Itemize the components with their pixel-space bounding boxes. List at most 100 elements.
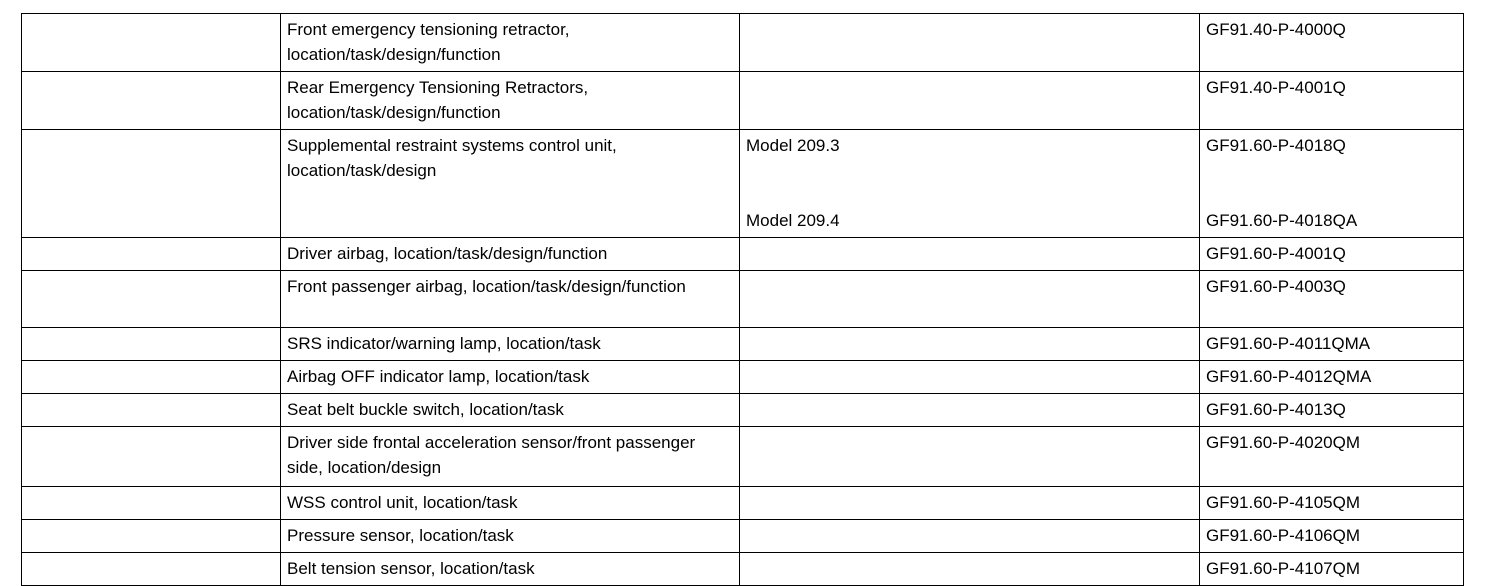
table-row: Supplemental restraint systems control u… xyxy=(21,129,1464,238)
cell-description: Rear Emergency Tensioning Retractors, lo… xyxy=(280,71,740,130)
description-text: Supplemental restraint systems control u… xyxy=(287,136,617,180)
cell-model xyxy=(739,393,1200,427)
table-row: Driver airbag, location/task/design/func… xyxy=(21,237,1464,271)
index-value xyxy=(28,75,275,76)
table-row: Pressure sensor, location/task GF91.60-P… xyxy=(21,519,1464,553)
cell-index xyxy=(21,13,281,72)
cell-description: WSS control unit, location/task xyxy=(280,486,740,520)
document-number-text: GF91.40-P-4001Q xyxy=(1206,78,1346,97)
index-value xyxy=(28,430,275,431)
document-number-text: GF91.60-P-4001Q xyxy=(1206,244,1346,263)
document-number-text: GF91.60-P-4012QMA xyxy=(1206,367,1372,386)
cell-description: Pressure sensor, location/task xyxy=(280,519,740,553)
service-document-reference-table: Front emergency tensioning retractor, lo… xyxy=(21,13,1464,586)
table-body: Front emergency tensioning retractor, lo… xyxy=(21,13,1464,586)
index-value xyxy=(28,364,275,365)
cell-model xyxy=(739,552,1200,586)
index-value xyxy=(28,490,275,491)
cell-document-number: GF91.60-P-4013Q xyxy=(1199,393,1464,427)
description-text: Front emergency tensioning retractor, lo… xyxy=(287,20,570,64)
cell-index xyxy=(21,360,281,394)
cell-model xyxy=(739,71,1200,130)
cell-description: Driver side frontal acceleration sensor/… xyxy=(280,426,740,487)
index-value xyxy=(28,17,275,18)
cell-index xyxy=(21,270,281,328)
document-number-text: GF91.60-P-4013Q xyxy=(1206,400,1346,419)
cell-index xyxy=(21,393,281,427)
cell-description: Supplemental restraint systems control u… xyxy=(280,129,740,238)
cell-document-number: GF91.60-P-4106QM xyxy=(1199,519,1464,553)
cell-index xyxy=(21,327,281,361)
description-text: SRS indicator/warning lamp, location/tas… xyxy=(287,334,601,353)
cell-index xyxy=(21,486,281,520)
index-value xyxy=(28,274,275,275)
description-text: Seat belt buckle switch, location/task xyxy=(287,400,564,419)
document-number-text: GF91.60-P-4106QM xyxy=(1206,526,1361,545)
cell-description: Airbag OFF indicator lamp, location/task xyxy=(280,360,740,394)
model-text-primary: Model 209.3 xyxy=(746,136,840,155)
cell-model xyxy=(739,519,1200,553)
cell-model xyxy=(739,237,1200,271)
cell-index xyxy=(21,237,281,271)
cell-description: Belt tension sensor, location/task xyxy=(280,552,740,586)
description-text: Driver side frontal acceleration sensor/… xyxy=(287,433,696,477)
document-number-text: GF91.60-P-4020QM xyxy=(1206,433,1361,452)
cell-document-number: GF91.40-P-4001Q xyxy=(1199,71,1464,130)
document-page: Front emergency tensioning retractor, lo… xyxy=(21,13,1464,586)
cell-model xyxy=(739,426,1200,487)
table-row: Front emergency tensioning retractor, lo… xyxy=(21,13,1464,72)
cell-index xyxy=(21,552,281,586)
description-text: Front passenger airbag, location/task/de… xyxy=(287,277,686,296)
cell-model xyxy=(739,270,1200,328)
cell-document-number: GF91.60-P-4012QMA xyxy=(1199,360,1464,394)
cell-description: Driver airbag, location/task/design/func… xyxy=(280,237,740,271)
cell-document-number: GF91.40-P-4000Q xyxy=(1199,13,1464,72)
cell-index xyxy=(21,519,281,553)
index-value xyxy=(28,331,275,332)
table-row: WSS control unit, location/task GF91.60-… xyxy=(21,486,1464,520)
cell-document-number: GF91.60-P-4011QMA xyxy=(1199,327,1464,361)
cell-document-number: GF91.60-P-4107QM xyxy=(1199,552,1464,586)
cell-description: Seat belt buckle switch, location/task xyxy=(280,393,740,427)
table-row: Airbag OFF indicator lamp, location/task… xyxy=(21,360,1464,394)
index-value xyxy=(28,523,275,524)
description-text: Airbag OFF indicator lamp, location/task xyxy=(287,367,590,386)
cell-description: SRS indicator/warning lamp, location/tas… xyxy=(280,327,740,361)
description-text: WSS control unit, location/task xyxy=(287,493,518,512)
cell-document-number: GF91.60-P-4003Q xyxy=(1199,270,1464,328)
description-text: Belt tension sensor, location/task xyxy=(287,559,535,578)
table-row: SRS indicator/warning lamp, location/tas… xyxy=(21,327,1464,361)
model-text-secondary: Model 209.4 xyxy=(746,211,840,230)
cell-index xyxy=(21,129,281,238)
cell-description: Front passenger airbag, location/task/de… xyxy=(280,270,740,328)
cell-model: Model 209.3 Model 209.4 xyxy=(739,129,1200,238)
cell-index xyxy=(21,71,281,130)
document-number-text: GF91.60-P-4003Q xyxy=(1206,277,1346,296)
description-text: Pressure sensor, location/task xyxy=(287,526,514,545)
description-text: Rear Emergency Tensioning Retractors, lo… xyxy=(287,78,589,122)
cell-model xyxy=(739,360,1200,394)
index-value xyxy=(28,241,275,242)
cell-description: Front emergency tensioning retractor, lo… xyxy=(280,13,740,72)
index-value xyxy=(28,133,275,134)
table-row: Front passenger airbag, location/task/de… xyxy=(21,270,1464,328)
cell-document-number: GF91.60-P-4105QM xyxy=(1199,486,1464,520)
table-row: Belt tension sensor, location/task GF91.… xyxy=(21,552,1464,586)
table-row: Driver side frontal acceleration sensor/… xyxy=(21,426,1464,487)
index-value xyxy=(28,397,275,398)
document-number-text: GF91.60-P-4105QM xyxy=(1206,493,1361,512)
document-number-text: GF91.40-P-4000Q xyxy=(1206,20,1346,39)
cell-model xyxy=(739,13,1200,72)
table-row: Rear Emergency Tensioning Retractors, lo… xyxy=(21,71,1464,130)
cell-index xyxy=(21,426,281,487)
description-text: Driver airbag, location/task/design/func… xyxy=(287,244,608,263)
document-number-text-secondary: GF91.60-P-4018QA xyxy=(1206,211,1358,230)
table-row: Seat belt buckle switch, location/task G… xyxy=(21,393,1464,427)
index-value xyxy=(28,556,275,557)
cell-model xyxy=(739,486,1200,520)
cell-document-number: GF91.60-P-4018Q GF91.60-P-4018QA xyxy=(1199,129,1464,238)
document-number-text: GF91.60-P-4107QM xyxy=(1206,559,1361,578)
cell-model xyxy=(739,327,1200,361)
cell-document-number: GF91.60-P-4001Q xyxy=(1199,237,1464,271)
document-number-text-primary: GF91.60-P-4018Q xyxy=(1206,136,1346,155)
